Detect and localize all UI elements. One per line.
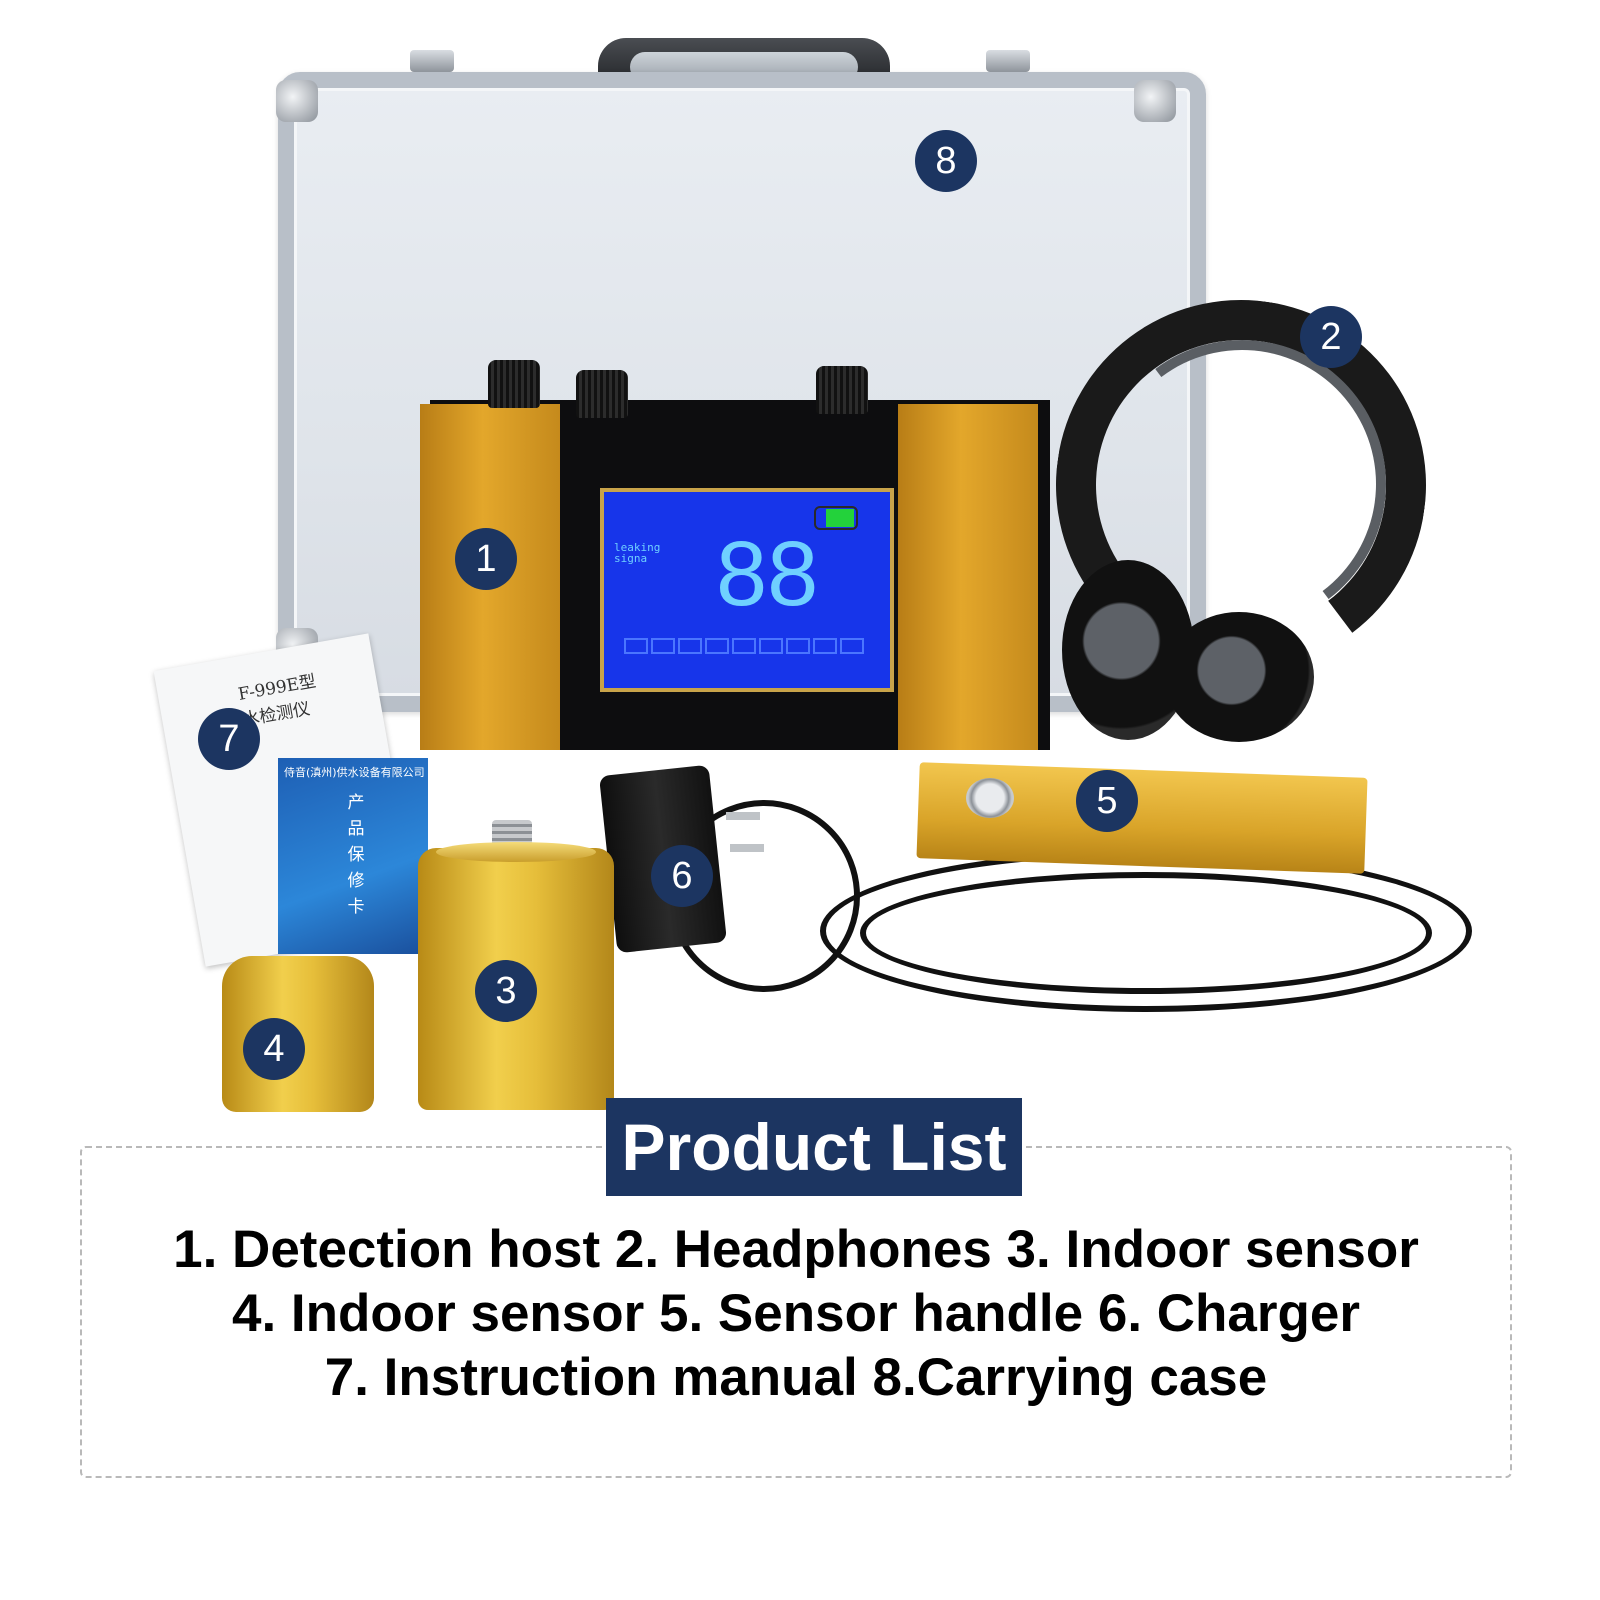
charger-prong-top [726, 812, 760, 820]
callout-badge-7: 7 [198, 708, 260, 770]
callout-badge-3: 3 [475, 960, 537, 1022]
signal-segment [786, 638, 810, 654]
product-list-title: Product List [606, 1098, 1022, 1196]
charger-prong-bottom [730, 844, 764, 852]
knob-left [488, 360, 540, 408]
host-screen-frame: leaking signa 88 [600, 488, 894, 692]
detection-host-side-right [898, 404, 1038, 750]
product-list-line-1: 1. Detection host 2. Headphones 3. Indoo… [173, 1220, 1419, 1279]
case-latch-right [986, 50, 1030, 72]
host-screen: leaking signa 88 [604, 492, 890, 688]
callout-badge-4: 4 [243, 1018, 305, 1080]
product-list-line-2: 4. Indoor sensor 5. Sensor handle 6. Cha… [231, 1284, 1361, 1343]
callout-badge-2: 2 [1300, 306, 1362, 368]
callout-badge-6: 6 [651, 845, 713, 907]
indoor-sensor-3-top [436, 842, 596, 862]
signal-segment [651, 638, 675, 654]
case-corner-top-right [1134, 80, 1176, 122]
screen-label: leaking signa [614, 541, 661, 565]
warranty-card [278, 758, 428, 954]
signal-segment-bar [624, 638, 864, 654]
callout-badge-1: 1 [455, 528, 517, 590]
signal-segment [624, 638, 648, 654]
warranty-card-vertical-text: 产品保修卡 [347, 793, 365, 917]
battery-level-fill [826, 509, 854, 527]
callout-badge-5: 5 [1076, 770, 1138, 832]
sensor-handle-button [966, 778, 1014, 818]
signal-segment [732, 638, 756, 654]
knob-right [816, 366, 868, 414]
signal-segment [759, 638, 783, 654]
product-list-box [80, 1146, 1512, 1478]
signal-segment [678, 638, 702, 654]
headphone-cup-right [1164, 612, 1314, 742]
product-list-line-3: 7. Instruction manual 8.Carrying case [324, 1348, 1268, 1407]
case-corner-top-left [276, 80, 318, 122]
callout-badge-8: 8 [915, 130, 977, 192]
screen-value: 88 [716, 523, 819, 625]
warranty-card-title: 侍音(滇州)供水设备有限公司 [284, 766, 425, 779]
signal-segment [813, 638, 837, 654]
handle-cable-loop-inner [860, 872, 1432, 994]
knob-center [576, 370, 628, 418]
case-latch-left [410, 50, 454, 72]
signal-segment [705, 638, 729, 654]
signal-segment [840, 638, 864, 654]
